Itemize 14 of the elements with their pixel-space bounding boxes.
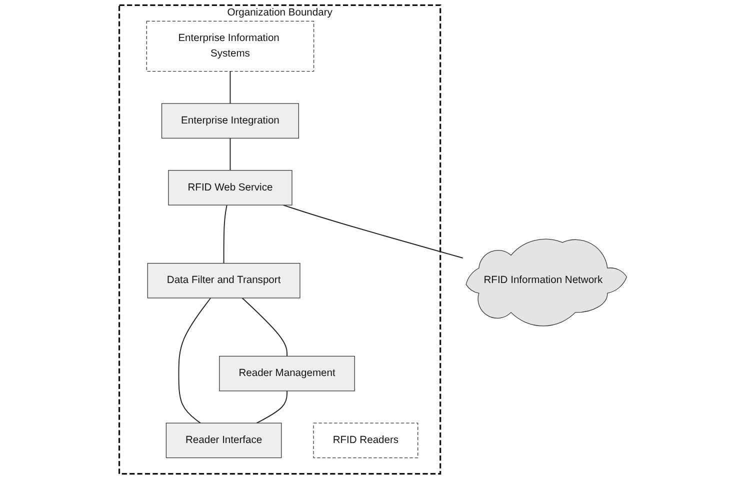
connector <box>178 298 212 424</box>
node-box: RFID Web Service <box>168 170 292 206</box>
node-box: Data Filter and Transport <box>147 262 300 298</box>
connector <box>230 138 231 171</box>
connector <box>230 70 231 104</box>
node-box: Reader Interface <box>166 422 282 458</box>
node-box: Enterprise Integration <box>161 103 299 139</box>
connector <box>282 204 464 258</box>
node-box: Enterprise Information Systems <box>146 20 314 72</box>
node-box: Reader Management <box>219 356 355 392</box>
connector <box>256 390 288 424</box>
connector <box>223 204 228 264</box>
connector <box>242 298 288 357</box>
node-box: RFID Readers <box>313 422 418 458</box>
